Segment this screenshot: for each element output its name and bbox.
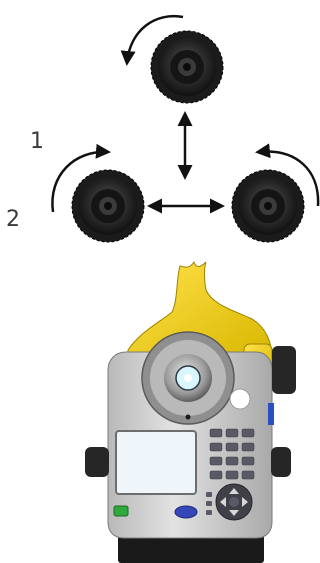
small-keys — [206, 492, 212, 515]
foot-screw-left — [72, 170, 144, 242]
instrument-screen — [116, 431, 196, 494]
step-label-2: 2 — [6, 207, 20, 232]
foot-screw-top — [151, 31, 223, 103]
measure-key — [175, 506, 197, 518]
side-knob-right — [271, 447, 291, 477]
leveling-foot-screw-icon — [72, 170, 144, 242]
leveling-foot-screw-icon — [151, 31, 223, 103]
instrument-base — [118, 535, 264, 563]
step-label-1: 1 — [30, 129, 44, 154]
navigation-pad — [216, 484, 252, 520]
side-knob-left — [85, 447, 109, 477]
digital-level-instrument-icon — [85, 262, 296, 563]
side-knob-right-top — [272, 346, 296, 394]
foot-screw-right — [232, 170, 304, 242]
leveling-foot-screw-icon — [232, 170, 304, 242]
power-key — [114, 506, 128, 516]
